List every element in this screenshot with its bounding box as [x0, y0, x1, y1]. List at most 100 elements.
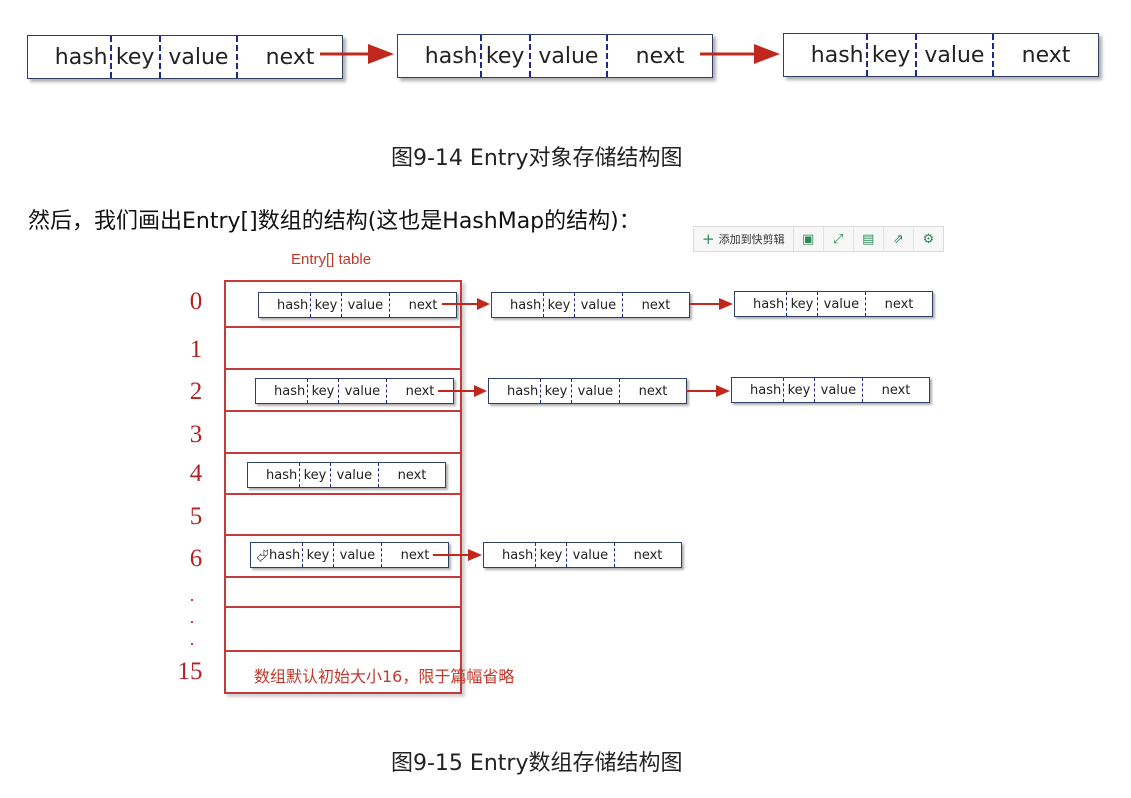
- field-key: key: [535, 543, 566, 567]
- index-label: 15: [177, 658, 203, 685]
- field-value: value: [337, 379, 386, 403]
- table-note: 数组默认初始大小16，限于篇幅省略: [254, 667, 515, 686]
- field-value: value: [329, 463, 378, 487]
- field-next: next: [619, 379, 686, 403]
- field-hash: hash: [750, 382, 782, 398]
- arrow-row0-1: [442, 298, 490, 310]
- index-label: 3: [189, 421, 203, 448]
- field-hash: hash: [510, 297, 542, 313]
- figure-caption-entry: 图9-14 Entry对象存储结构图: [391, 146, 683, 171]
- index-label: 2: [189, 378, 203, 405]
- field-next: next: [992, 34, 1098, 76]
- field-next: next: [389, 293, 456, 317]
- field-key: key: [540, 379, 571, 403]
- field-key: key: [310, 293, 341, 317]
- ellipsis-dot: ·: [189, 590, 195, 610]
- arrow-top-1: [320, 44, 394, 64]
- row-divider: [224, 534, 462, 536]
- field-key: key: [299, 463, 330, 487]
- index-label: 1: [189, 336, 203, 363]
- entry-node-row0-1: hash key value next: [258, 292, 457, 318]
- field-value: value: [332, 543, 381, 567]
- row-divider: [224, 410, 462, 412]
- arrow-row2-1: [438, 385, 487, 397]
- entry-node-row2-1: hash key value next: [255, 378, 454, 404]
- field-next: next: [386, 379, 453, 403]
- share-icon[interactable]: ⇗: [884, 227, 914, 251]
- field-next: next: [236, 36, 342, 78]
- row-divider: [224, 606, 462, 608]
- field-next: next: [606, 35, 712, 77]
- field-value: value: [528, 35, 606, 77]
- settings-icon[interactable]: ⚙: [922, 231, 935, 247]
- expand-icon[interactable]: ⤢: [824, 227, 854, 251]
- mouse-cursor-icon: ⮰: [256, 546, 269, 565]
- table-title: Entry[] table: [291, 251, 372, 268]
- field-next: next: [378, 463, 445, 487]
- entry-node-top-2: hash key value next: [397, 34, 713, 78]
- screenshot-icon[interactable]: ▣: [794, 227, 824, 251]
- entry-node-row6-2: hash key value next: [483, 542, 682, 568]
- row-divider: [224, 576, 462, 578]
- field-value: value: [813, 378, 862, 402]
- clip-toolbar: + 添加到快剪辑 ▣ ⤢ ▤ ⇗ ⚙: [693, 226, 944, 252]
- field-value: value: [340, 293, 389, 317]
- field-hash: hash: [54, 44, 108, 70]
- field-key: key: [543, 293, 574, 317]
- field-key: key: [786, 292, 817, 316]
- save-icon[interactable]: ▤: [854, 227, 884, 251]
- entry-node-top-1: hash key value next: [27, 35, 343, 79]
- field-hash: hash: [502, 547, 534, 563]
- arrow-row0-2: [690, 298, 733, 310]
- entry-node-row2-2: hash key value next: [488, 378, 687, 404]
- field-key: key: [302, 543, 333, 567]
- arrow-row2-2: [686, 385, 730, 397]
- field-key: key: [783, 378, 814, 402]
- row-divider: [224, 493, 462, 495]
- field-value: value: [158, 36, 236, 78]
- row-divider: [224, 368, 462, 370]
- field-hash: hash: [753, 296, 785, 312]
- field-next: next: [614, 543, 681, 567]
- entry-node-row0-3: hash key value next: [734, 291, 933, 317]
- field-next: next: [622, 293, 689, 317]
- field-hash: hash: [507, 383, 539, 399]
- field-hash: hash: [424, 43, 478, 69]
- index-label: 6: [189, 545, 203, 572]
- plus-icon: +: [702, 230, 715, 248]
- row-divider: [224, 326, 462, 328]
- index-label: 0: [189, 288, 203, 315]
- arrow-top-2: [700, 44, 780, 64]
- field-next: next: [862, 378, 929, 402]
- ellipsis-dot: ·: [189, 612, 195, 632]
- entry-node-row6-1: hash key value next: [250, 542, 449, 568]
- field-key: key: [307, 379, 338, 403]
- field-value: value: [914, 34, 992, 76]
- field-hash: hash: [810, 42, 864, 68]
- field-hash: hash: [277, 297, 309, 313]
- field-key: key: [865, 34, 915, 76]
- field-key: key: [479, 35, 529, 77]
- body-paragraph: 然后，我们画出Entry[]数组的结构(这也是HashMap的结构)：: [28, 209, 641, 234]
- arrow-row6-1: [433, 549, 482, 561]
- add-to-clip-button[interactable]: + 添加到快剪辑: [694, 227, 794, 251]
- index-label: 4: [189, 460, 203, 487]
- field-next: next: [381, 543, 448, 567]
- row-divider: [224, 452, 462, 454]
- figure-caption-array: 图9-15 Entry数组存储结构图: [391, 751, 683, 776]
- field-value: value: [570, 379, 619, 403]
- field-value: value: [816, 292, 865, 316]
- field-next: next: [865, 292, 932, 316]
- entry-node-top-3: hash key value next: [783, 33, 1099, 77]
- field-hash: hash: [266, 467, 298, 483]
- ellipsis-dot: ·: [189, 634, 195, 654]
- row-divider: [224, 650, 462, 652]
- entry-node-row4-1: hash key value next: [247, 462, 446, 488]
- field-value: value: [573, 293, 622, 317]
- entry-node-row0-2: hash key value next: [491, 292, 690, 318]
- entry-node-row2-3: hash key value next: [731, 377, 930, 403]
- index-label: 5: [189, 503, 203, 530]
- add-to-clip-label: 添加到快剪辑: [718, 233, 785, 246]
- field-key: key: [109, 36, 159, 78]
